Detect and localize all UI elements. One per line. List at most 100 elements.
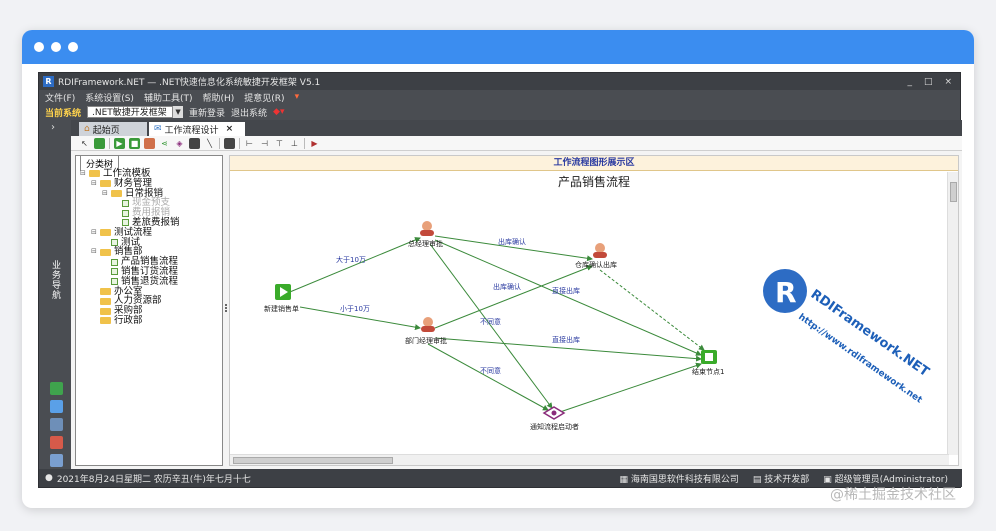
tree-item[interactable]: 现金预支 [76, 198, 222, 208]
node-start[interactable]: 新建销售单 [264, 284, 299, 313]
category-tree-pane: 分类树 ⊟工作流模板⊟财务管理⊟日常报销现金预支费用报销差旅费报销⊟测试流程测试… [75, 155, 223, 466]
app-window: R RDIFramework.NET — .NET快速信息化系统敏捷开发框架 V… [38, 72, 962, 488]
tree-folder[interactable]: 人力资源部 [76, 296, 222, 306]
tree-item[interactable]: 销售退货流程 [76, 276, 222, 287]
user-task-icon[interactable] [144, 137, 155, 149]
export-icon[interactable]: ▶ [311, 138, 318, 148]
align-left-icon[interactable]: ⊢ [246, 138, 253, 148]
edge-dept-notify [427, 343, 549, 411]
expand-toggle-icon[interactable]: ⊟ [102, 188, 108, 197]
edge-gm-end [434, 239, 702, 356]
edge-gm-warehouse [434, 235, 593, 262]
tree-item[interactable]: 产品销售流程 [76, 257, 222, 267]
edge-warehouse-end [599, 269, 705, 351]
tree-folder[interactable]: ⊟工作流模板 [76, 169, 222, 179]
edge-gm-notify [429, 243, 553, 409]
tree-item[interactable]: 销售订货流程 [76, 267, 222, 277]
edge-label-start-gm: 大于10万 [336, 255, 366, 264]
chevron-down-icon[interactable]: ▼ [173, 106, 184, 118]
eye-icon[interactable]: ◈ [176, 138, 183, 148]
toolbar-separator [304, 137, 305, 149]
expand-toggle-icon[interactable]: ⊟ [80, 169, 86, 177]
flow-canvas[interactable]: 大于10万 小于10万 出库确认 出库确认 直接出库 直接出库 不同意 不同意 … [230, 156, 949, 454]
node-warehouse[interactable]: 仓库确认出库 [575, 243, 617, 269]
lock-icon[interactable] [94, 137, 105, 149]
bird-icon[interactable]: ◆▾ [273, 107, 285, 117]
home-icon: ⌂ [84, 124, 90, 134]
node-label-warehouse: 仓库确认出库 [575, 260, 617, 269]
node-notify[interactable]: 通知流程启动者 [530, 406, 579, 431]
document-icon[interactable] [49, 454, 63, 467]
expand-toggle-icon[interactable]: ⊟ [91, 247, 97, 256]
fork-icon[interactable]: ⋖ [161, 138, 168, 148]
tree-folder[interactable]: 行政部 [76, 316, 222, 326]
node-gm[interactable]: 总经理审批 [408, 221, 443, 248]
menu-feedback[interactable]: 提意见(R) [244, 93, 285, 104]
folder-icon [100, 307, 111, 315]
tree-item[interactable]: 差旅费报销 [76, 218, 222, 228]
subflow-icon[interactable] [189, 137, 200, 149]
browser-frame: R RDIFramework.NET — .NET快速信息化系统敏捷开发框架 V… [22, 30, 974, 508]
expand-toggle-icon[interactable]: ⊟ [91, 178, 97, 187]
node-end[interactable]: 结束节点1 [692, 350, 724, 376]
title-bar: R RDIFramework.NET — .NET快速信息化系统敏捷开发框架 V… [39, 73, 960, 90]
nav-vertical-label[interactable]: 业务导航 [50, 260, 60, 300]
tree-item[interactable]: 测试 [76, 237, 222, 248]
tree-folder[interactable]: 采购部 [76, 306, 222, 316]
maximize-button[interactable]: □ [923, 76, 933, 87]
tree-folder[interactable]: ⊟测试流程 [76, 227, 222, 238]
menu-tools[interactable]: 辅助工具(T) [143, 93, 193, 104]
tab-category-tree[interactable]: 分类树 [80, 155, 120, 171]
expand-toggle-icon[interactable]: ⊟ [91, 227, 97, 236]
tab-close-icon[interactable]: × [225, 124, 234, 134]
horizontal-scrollbar[interactable] [230, 454, 949, 465]
vertical-scrollbar[interactable] [947, 172, 958, 455]
status-dept: ▤ 技术开发部 [752, 474, 810, 485]
align-right-icon[interactable]: ⊣ [261, 138, 268, 148]
chevron-right-icon[interactable]: › [51, 122, 55, 133]
minimize-button[interactable]: _ [907, 76, 912, 87]
exit-button[interactable]: 退出系统 [231, 108, 268, 119]
menu-help[interactable]: 帮助(H) [202, 93, 235, 104]
tree-label: 费用报销 [132, 207, 171, 219]
monitor-icon[interactable] [49, 382, 63, 395]
play-icon[interactable]: ▶ [114, 137, 125, 149]
flame-icon[interactable]: ▾ [294, 92, 300, 102]
tree-folder[interactable]: ⊟财务管理 [76, 178, 222, 189]
scrollbar-thumb[interactable] [950, 182, 957, 202]
site-watermark: @稀土掘金技术社区 [830, 487, 956, 503]
system-select[interactable]: .NET敏捷开发框架 [87, 106, 174, 118]
align-top-icon[interactable]: ⊤ [276, 138, 283, 148]
tree-label: 差旅费报销 [132, 216, 180, 228]
pointer-icon[interactable]: ↖ [81, 138, 88, 148]
current-system-label: 当前系统 [45, 108, 82, 119]
wrench-icon[interactable] [49, 400, 63, 413]
tree-item[interactable]: 费用报销 [76, 208, 222, 218]
tree-folder[interactable]: 办公室 [76, 286, 222, 297]
dot-icon [51, 42, 61, 52]
menu-settings[interactable]: 系统设置(S) [85, 93, 134, 104]
close-button[interactable]: × [944, 76, 952, 87]
main-content: ↖ ▶ ■ ⋖ ◈ ╲ ⊢ ⊣ ⊤ ⊥ ▶ 分类树 [71, 136, 962, 470]
tree-folder[interactable]: ⊟日常报销 [76, 188, 222, 199]
nav-sidebar: › 业务导航 [39, 120, 71, 485]
line-icon[interactable]: ╲ [207, 138, 212, 148]
node-label-notify: 通知流程启动者 [530, 422, 579, 431]
tree-label: 产品销售流程 [121, 256, 179, 268]
tab-workflow-design[interactable]: ✉ 工作流程设计 × [149, 122, 245, 136]
square-node-icon[interactable]: ■ [129, 137, 140, 149]
scrollbar-thumb[interactable] [233, 457, 393, 464]
tree-label: 销售部 [114, 246, 143, 258]
splitter-handle[interactable] [225, 304, 227, 312]
folder-icon [100, 317, 111, 325]
tree-folder[interactable]: ⊟ 销售部 [76, 247, 222, 257]
align-bottom-icon[interactable]: ⊥ [291, 138, 298, 148]
tab-start-page[interactable]: ⌂ 起始页 [79, 122, 147, 136]
save-icon[interactable] [224, 137, 235, 149]
relogin-button[interactable]: 重新登录 [189, 108, 226, 119]
tab-label: 起始页 [92, 125, 120, 136]
calendar-icon[interactable] [49, 436, 63, 449]
node-dept[interactable]: 部门经理审批 [405, 317, 447, 345]
menu-file[interactable]: 文件(F) [45, 93, 76, 104]
window-icon[interactable] [49, 418, 63, 431]
